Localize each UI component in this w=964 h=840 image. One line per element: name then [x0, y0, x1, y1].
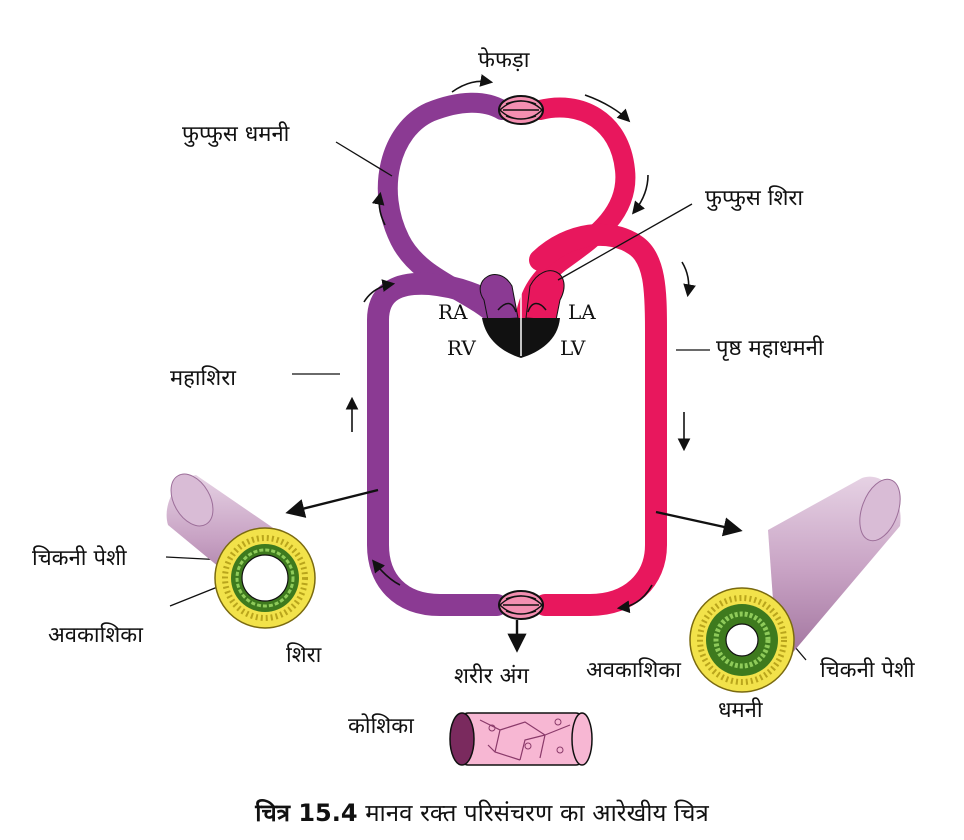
figure-caption: चित्र 15.4 मानव रक्त परिसंचरण का आरेखीय … — [0, 796, 964, 829]
label-left-ventricle: LV — [560, 336, 586, 360]
right-atrium — [479, 274, 519, 321]
dorsal-aorta-vessel — [529, 223, 667, 616]
label-lumen-artery: अवकाशिका — [586, 658, 681, 683]
figure-caption-text: मानव रक्त परिसंचरण का आरेखीय चित्र — [365, 799, 709, 827]
label-right-atrium: RA — [438, 300, 468, 324]
label-body-organs: शरीर अंग — [454, 664, 529, 689]
vein-cross-section — [166, 473, 316, 629]
artery-cross-section — [689, 476, 901, 693]
figure-number: चित्र 15.4 — [255, 799, 358, 827]
lung-capillary-node — [498, 95, 544, 125]
label-right-ventricle: RV — [447, 336, 476, 360]
label-smooth-muscle-artery: चिकनी पेशी — [820, 658, 915, 683]
heart — [479, 270, 565, 358]
left-atrium — [525, 270, 565, 321]
label-dorsal-aorta: पृष्ठ महाधमनी — [716, 336, 824, 361]
label-lungs: फेफड़ा — [478, 48, 530, 73]
capillary-tube — [449, 712, 593, 766]
label-left-atrium: LA — [568, 300, 596, 324]
label-vena-cava: महाशिरा — [170, 366, 236, 391]
label-pulmonary-vein: फुप्फुस शिरा — [705, 186, 804, 211]
label-vein: शिरा — [286, 643, 322, 668]
label-smooth-muscle-vein: चिकनी पेशी — [32, 546, 127, 571]
label-artery: धमनी — [718, 698, 763, 723]
flow-arrows — [345, 74, 696, 614]
label-lumen-vein: अवकाशिका — [48, 623, 143, 648]
label-capillary: कोशिका — [348, 714, 414, 739]
label-pulmonary-artery: फुप्फुस धमनी — [182, 122, 290, 147]
body-capillary-node — [498, 590, 544, 620]
vena-cava-vessel — [367, 272, 508, 616]
connector-arrows — [285, 488, 743, 653]
